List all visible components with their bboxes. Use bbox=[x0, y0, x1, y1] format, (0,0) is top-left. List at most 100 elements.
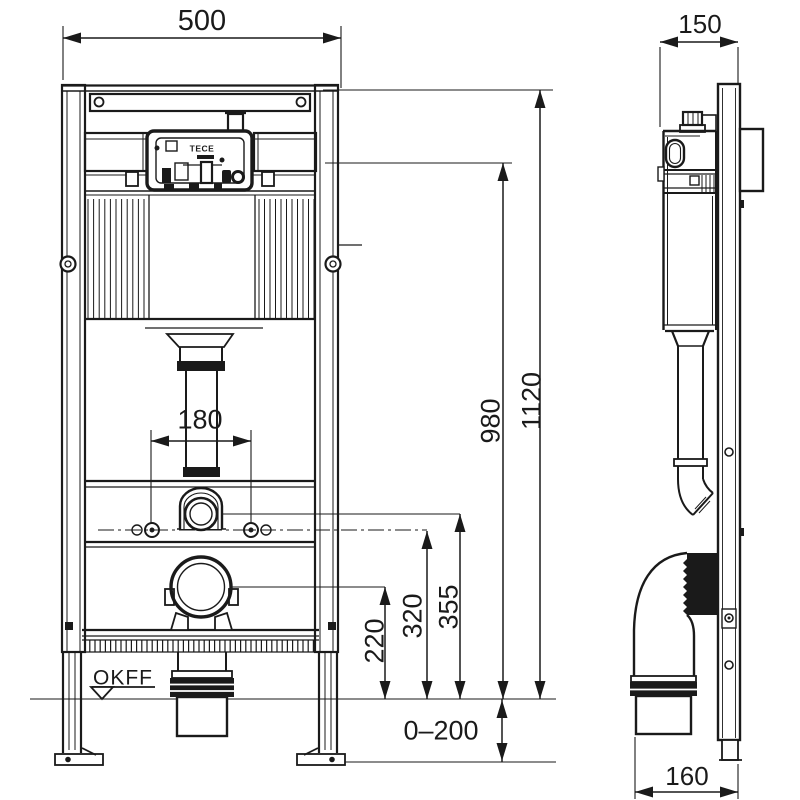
arrowhead bbox=[63, 32, 81, 44]
floor-level-marker: OKFF bbox=[88, 666, 155, 701]
arrowhead bbox=[454, 681, 466, 699]
frame-left-rail bbox=[60, 83, 87, 654]
valve-ring bbox=[231, 170, 245, 184]
cistern-lid-joint bbox=[85, 170, 316, 196]
rail-foot bbox=[721, 739, 739, 761]
drain-opening-outer bbox=[169, 555, 233, 619]
arrowhead bbox=[497, 681, 509, 699]
crossbar-screw-hole-left bbox=[93, 96, 105, 108]
wall-bracket bbox=[738, 127, 765, 193]
flush-bend-port bbox=[177, 486, 226, 532]
inspection-box: TECE bbox=[145, 111, 254, 192]
lid-clamp-left bbox=[125, 171, 139, 187]
dim-980: 980 bbox=[475, 163, 509, 699]
side-boss-left bbox=[59, 255, 77, 273]
pipe-coupling-lower bbox=[183, 467, 220, 477]
fixing-hole-right bbox=[260, 524, 272, 536]
cistern-side bbox=[657, 110, 717, 347]
flush-pipe-coupling bbox=[673, 458, 708, 467]
leg-hole-right bbox=[328, 622, 336, 630]
drain-pipe-front bbox=[170, 652, 234, 738]
drain-tab-right bbox=[228, 588, 239, 606]
dim-1120: 1120 bbox=[516, 90, 546, 699]
arrowhead bbox=[534, 681, 546, 699]
crossbar-screw-hole-right bbox=[295, 96, 307, 108]
cistern-top-left-block bbox=[83, 131, 149, 173]
rail-screw-hole bbox=[724, 447, 734, 457]
side-boss-right bbox=[324, 255, 342, 273]
arrowhead bbox=[720, 786, 738, 798]
left-leg bbox=[61, 652, 83, 753]
floor-level-label: OKFF bbox=[93, 666, 153, 689]
dim-label-500: 500 bbox=[178, 5, 226, 37]
cistern-top-right-block bbox=[252, 131, 318, 173]
arrowhead bbox=[534, 90, 546, 108]
drain-tab-left bbox=[164, 588, 175, 606]
dim-label-0-200: 0–200 bbox=[403, 715, 478, 745]
dim-0-200: 0–200 bbox=[403, 699, 508, 762]
rail-screw-hole bbox=[724, 613, 734, 623]
arrowhead bbox=[379, 587, 391, 605]
arrowhead bbox=[660, 36, 678, 48]
rail-screw-hole bbox=[724, 660, 734, 670]
drain-lip bbox=[630, 675, 697, 683]
flush-bend-side bbox=[673, 346, 714, 516]
level-triangle-icon bbox=[88, 686, 116, 701]
cistern bbox=[83, 131, 318, 329]
dim-500: 500 bbox=[62, 5, 342, 88]
fill-valve bbox=[679, 110, 706, 133]
flush-valve-pipe bbox=[199, 160, 214, 185]
cross-members bbox=[85, 479, 316, 548]
dim-160: 160 bbox=[634, 737, 739, 799]
arrowhead bbox=[635, 786, 653, 798]
flush-pipe bbox=[164, 333, 235, 477]
dim-label-1120: 1120 bbox=[516, 372, 546, 430]
drain-socket-side bbox=[634, 694, 693, 736]
arrowhead bbox=[323, 32, 341, 44]
cistern-ribs bbox=[87, 195, 315, 318]
dim-label-150: 150 bbox=[678, 9, 721, 39]
arrowhead bbox=[454, 514, 466, 532]
frame bbox=[54, 83, 346, 766]
dim-label-160: 160 bbox=[665, 761, 708, 791]
arrowhead bbox=[496, 700, 508, 718]
foot-screw-right bbox=[329, 756, 335, 763]
fixing-rod-left bbox=[144, 522, 160, 538]
drain-connector bbox=[164, 555, 239, 631]
dim-355: 355 bbox=[433, 514, 466, 699]
dim-150: 150 bbox=[659, 9, 739, 127]
frame-right-rail bbox=[313, 83, 340, 654]
dim-label-320: 320 bbox=[397, 593, 427, 638]
left-foot bbox=[54, 747, 104, 766]
arrowhead bbox=[496, 743, 508, 761]
leg-hole-left bbox=[65, 622, 73, 630]
brand-logo: TECE bbox=[190, 143, 215, 153]
right-foot bbox=[296, 747, 346, 766]
foot-screw-left bbox=[65, 756, 71, 763]
drain-socket bbox=[175, 695, 229, 738]
arrowhead bbox=[379, 681, 391, 699]
dimensions-side: 150 160 bbox=[634, 9, 739, 799]
fixing-hole-left bbox=[131, 524, 143, 536]
dim-220: 220 bbox=[359, 587, 391, 699]
dim-label-355: 355 bbox=[433, 584, 463, 629]
arrowhead bbox=[720, 36, 738, 48]
dim-320: 320 bbox=[397, 531, 433, 699]
box-top-stub bbox=[226, 112, 245, 133]
drain-sleeve bbox=[683, 553, 717, 615]
drain-collar bbox=[171, 670, 233, 679]
dim-label-180: 180 bbox=[177, 404, 222, 434]
right-leg bbox=[317, 652, 339, 753]
dim-label-220: 220 bbox=[359, 618, 389, 663]
wall-rail bbox=[716, 82, 744, 761]
dim-label-980: 980 bbox=[475, 398, 505, 443]
drain-opening-inner bbox=[176, 562, 226, 612]
frame-top-crossbar bbox=[88, 92, 312, 113]
dimensions-front: 500 180 1120 980 355 bbox=[62, 5, 546, 762]
flush-unit: TECE bbox=[154, 140, 245, 190]
front-view: TECE bbox=[30, 83, 556, 766]
lid-clip bbox=[657, 166, 665, 182]
arrowhead bbox=[151, 435, 169, 447]
